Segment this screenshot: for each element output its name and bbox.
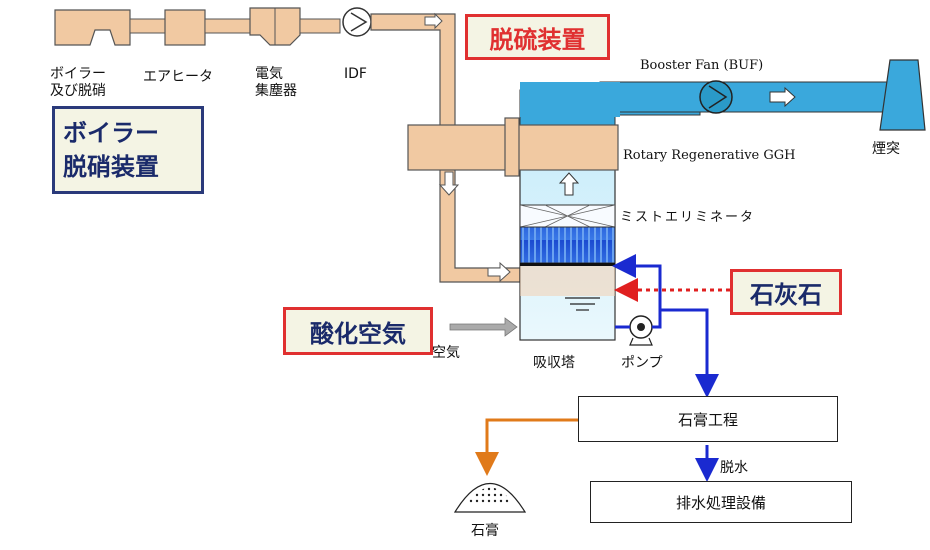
gas-flow-right-icon [769,86,796,108]
gas-flow-up-icon [558,172,580,196]
desulfurization-callout: 脱硫装置 [465,14,610,60]
clean-gas-duct-horizontal [599,81,891,113]
spray-bank [519,226,616,264]
ggh-label: Rotary Regenerative GGH [623,148,796,163]
recirculation-pipe [612,254,662,329]
mist-eliminator-label: ミストエリミネータ [620,210,756,225]
idf-label: IDF [344,66,367,82]
esp-label: 電気 集塵器 [255,66,297,99]
duct-segment [129,18,166,34]
air-inlet-arrow [449,317,518,337]
wastewater-box: 排水処理設備 [590,481,852,523]
slurry-pipe [660,308,719,398]
oxidation-air-callout: 酸化空気 [283,307,433,355]
gypsum-output-line [475,418,578,476]
boiler-label: ボイラー 及び脱硝 [50,66,106,99]
gypsum-process-box: 石膏工程 [578,396,838,442]
air-label: 空気 [432,345,460,361]
stack-icon [879,59,926,131]
stack-label: 煙突 [872,141,900,157]
gas-flow-right-icon [487,261,511,283]
absorber-label: 吸収塔 [533,355,575,371]
duct-segment [204,18,251,34]
pump-label: ポンプ [621,355,663,371]
gas-flow-right-icon [424,12,443,30]
limestone-callout: 石灰石 [730,269,842,315]
dewatering-label: 脱水 [720,460,748,476]
booster-fan-icon [699,80,733,114]
idf-fan-icon [342,7,372,37]
air-heater-label: エアヒータ [143,69,213,85]
boiler-unit [54,9,131,46]
duct-segment [299,18,341,34]
air-heater-unit [164,9,206,46]
gypsum-label: 石膏 [471,523,499,539]
boiler-denox-callout: ボイラー 脱硝装置 [52,106,204,194]
gas-flow-down-icon [438,171,460,196]
booster-fan-label: Booster Fan (BUF) [640,58,764,73]
pump-icon [629,315,653,346]
